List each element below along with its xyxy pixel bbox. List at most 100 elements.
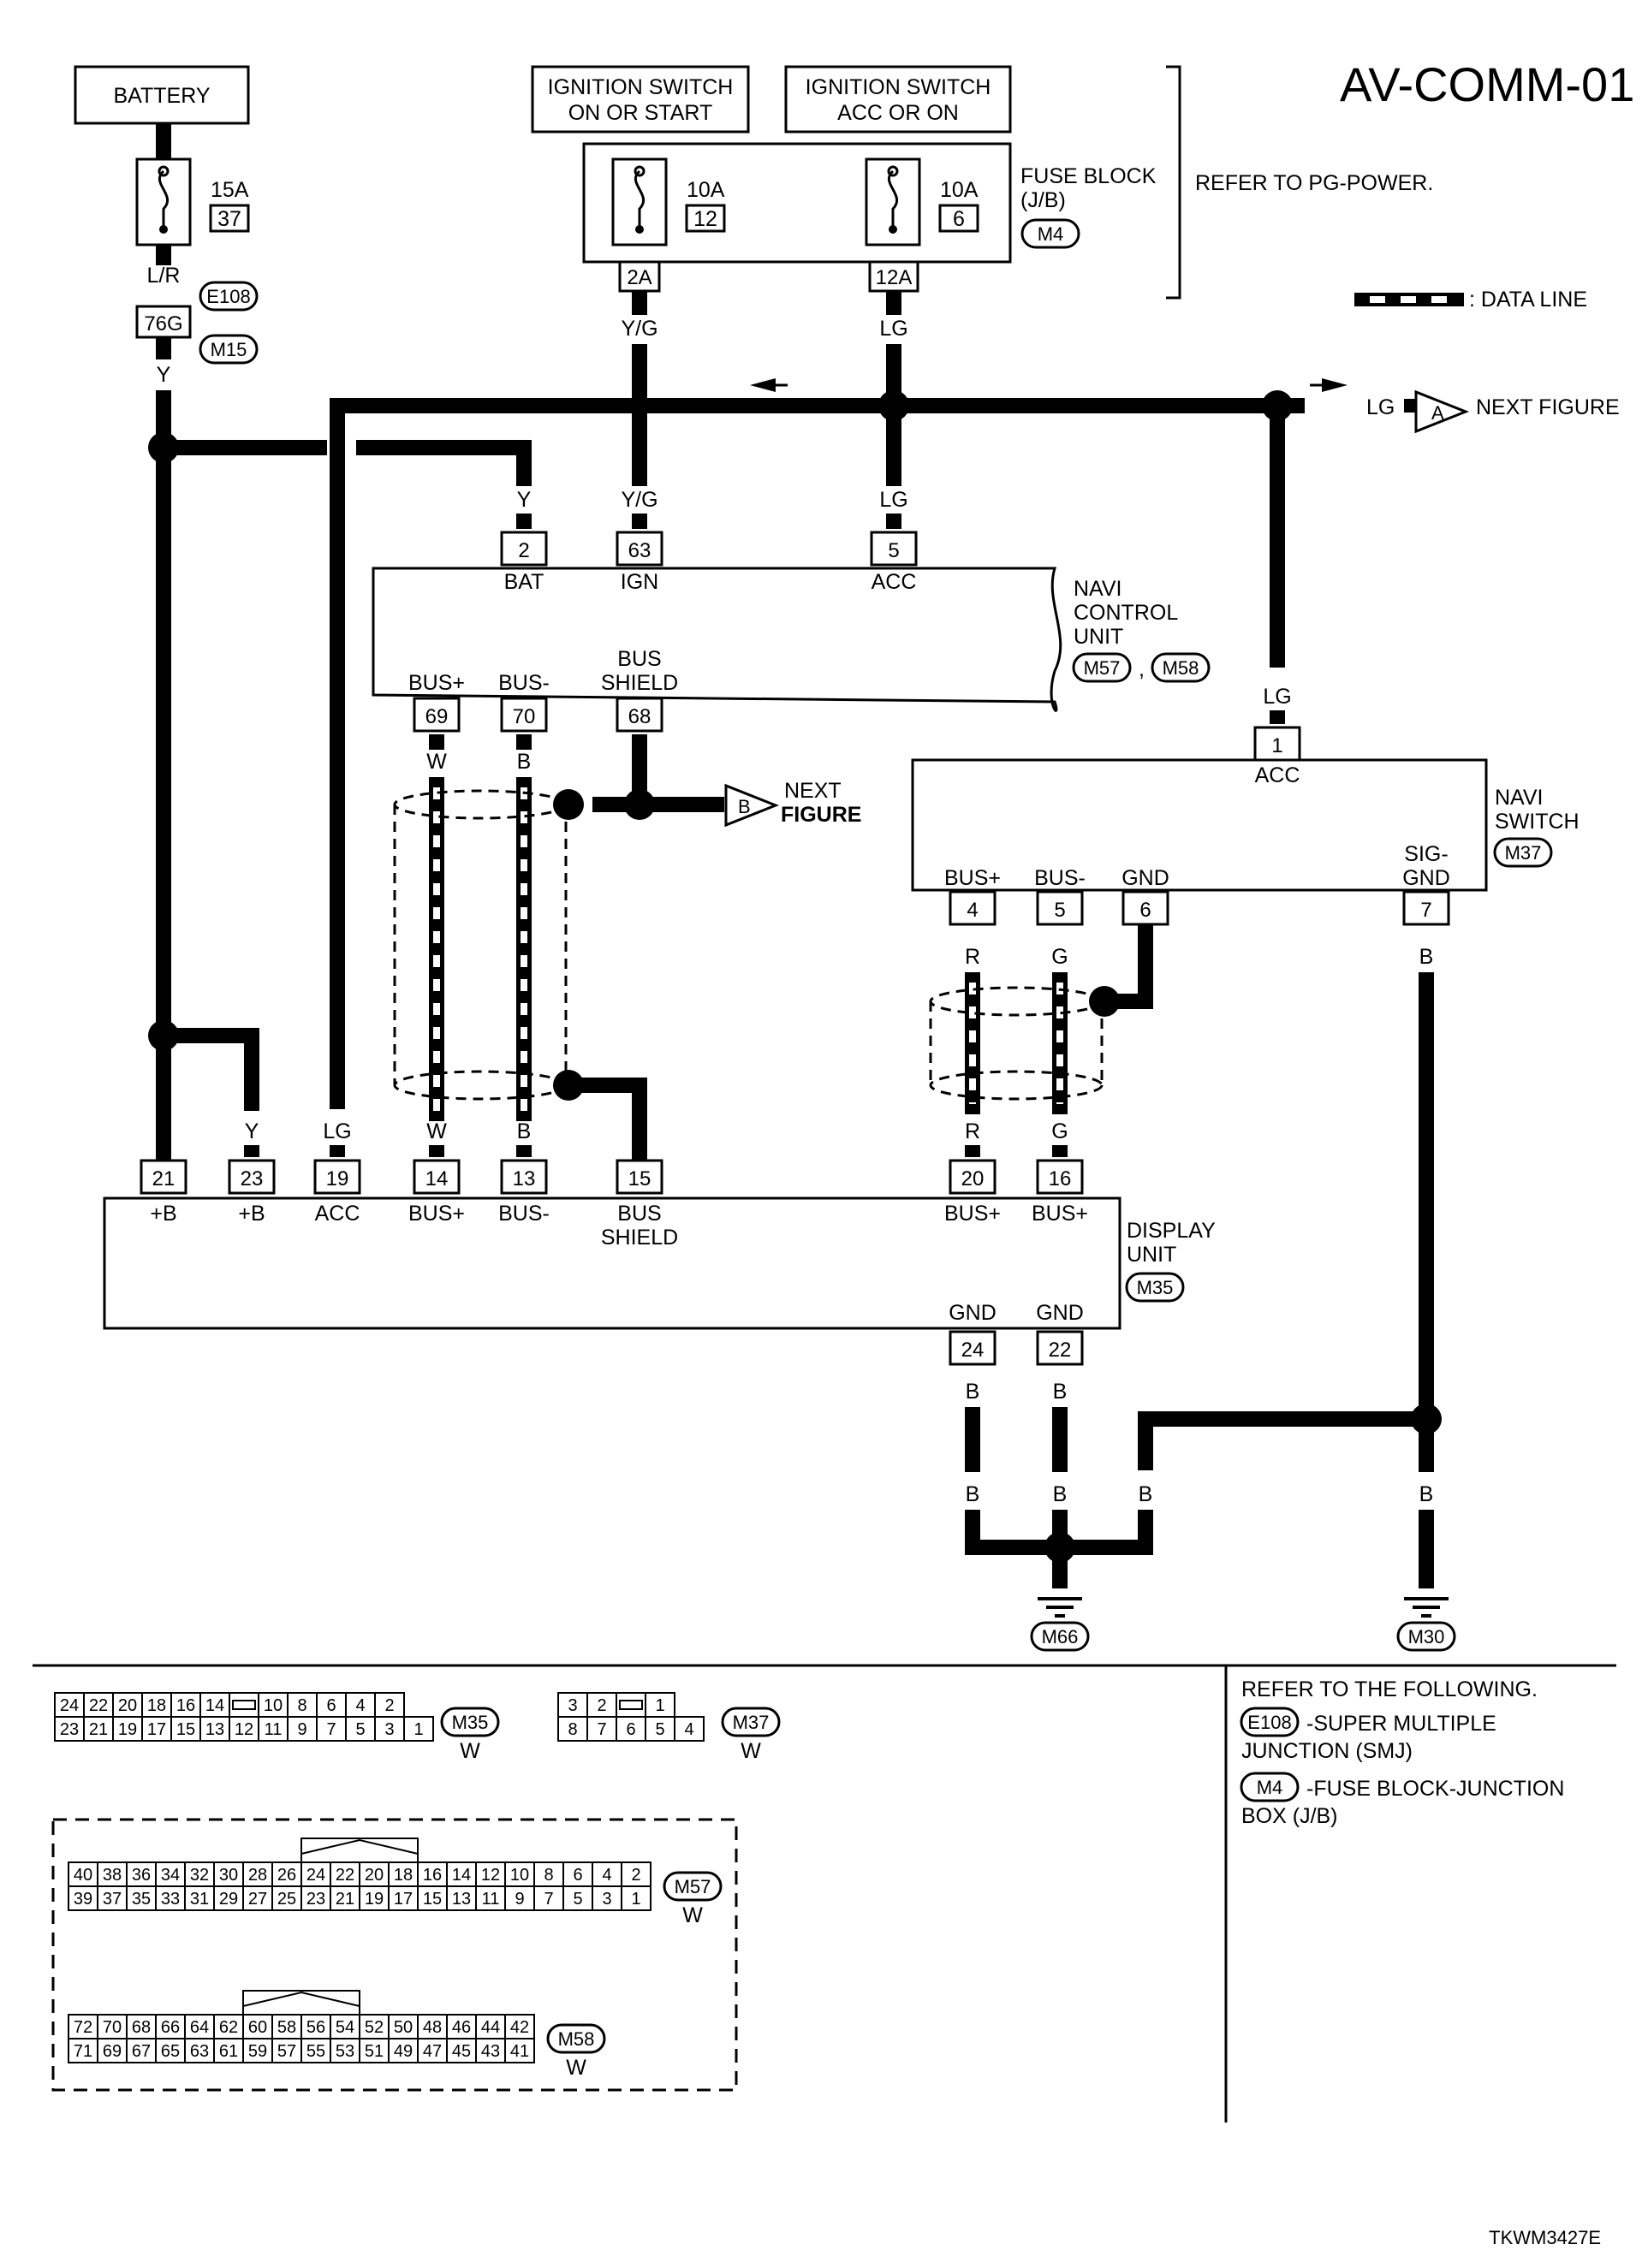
svg-text:BOX (J/B): BOX (J/B) xyxy=(1241,1804,1338,1828)
connector-pin-number: 20 xyxy=(118,1696,137,1715)
connector-pin-cell xyxy=(213,1885,244,1911)
svg-text:B: B xyxy=(966,1482,980,1506)
svg-text:M57: M57 xyxy=(675,1876,711,1897)
connector-pin-number: 6 xyxy=(626,1720,635,1739)
cv-m57-badge xyxy=(663,1871,723,1902)
m37-badge xyxy=(1493,837,1553,868)
connector-pin-cell xyxy=(213,1861,244,1887)
svg-text:2A: 2A xyxy=(627,266,651,289)
connector-pin-number: 24 xyxy=(60,1696,79,1715)
connector-pin-cell xyxy=(359,1885,390,1911)
svg-text:B: B xyxy=(1419,1482,1434,1506)
svg-text:12A: 12A xyxy=(876,266,913,289)
svg-text:G: G xyxy=(1051,945,1068,969)
connector-pin-cell xyxy=(54,1692,85,1718)
svg-text:16: 16 xyxy=(1049,1167,1072,1190)
connector-pin-cell xyxy=(475,1885,506,1911)
svg-text:R: R xyxy=(965,945,980,969)
svg-text:M30: M30 xyxy=(1408,1626,1445,1648)
connector-pin-number: 69 xyxy=(103,2042,122,2061)
ign-on-start-box xyxy=(531,65,750,134)
connector-pin-number: 53 xyxy=(336,2042,354,2061)
svg-text:BUS+: BUS+ xyxy=(1032,1202,1088,1226)
svg-text:M35: M35 xyxy=(1137,1277,1174,1298)
connector-pin-number: 19 xyxy=(365,1890,384,1909)
connector-pin-number: 15 xyxy=(423,1890,442,1909)
svg-text:LG: LG xyxy=(1263,685,1291,709)
cv-m58-badge xyxy=(546,2023,606,2054)
battery-label: BATTERY xyxy=(114,84,211,108)
svg-text:,: , xyxy=(1139,657,1145,681)
svg-text:BUS+: BUS+ xyxy=(944,1202,1001,1226)
connector-pin-number: 66 xyxy=(161,2018,180,2037)
navi-pin-2 xyxy=(500,531,548,567)
connector-pin-cell xyxy=(621,1861,651,1887)
connector-pin-number: 12 xyxy=(235,1720,253,1739)
next-figure-a-arrow xyxy=(1414,389,1470,434)
connector-pin-number: 22 xyxy=(336,1866,354,1885)
svg-text:UNIT: UNIT xyxy=(1127,1243,1176,1267)
svg-text:NEXT: NEXT xyxy=(784,779,842,803)
connector-pin-number: 18 xyxy=(394,1866,413,1885)
diagram-title: AV-COMM-01 xyxy=(1340,57,1634,111)
svg-text:+B: +B xyxy=(238,1202,265,1226)
svg-text:B: B xyxy=(517,750,532,774)
references-header: REFER TO THE FOLLOWING. xyxy=(1241,1677,1538,1701)
connector-pin-number: 28 xyxy=(248,1866,267,1885)
svg-text:BUS+: BUS+ xyxy=(408,1202,465,1226)
connector-pin-cell xyxy=(97,1885,128,1911)
connector-pin-cell xyxy=(199,1692,230,1718)
connector-pin-number: 62 xyxy=(219,2018,238,2037)
fuse-10a-6-num: 6 xyxy=(953,207,965,231)
connector-pin-number: 29 xyxy=(219,1890,238,1909)
svg-text:ACC: ACC xyxy=(872,570,917,594)
svg-text:7: 7 xyxy=(1420,899,1431,922)
connector-pin-number: 25 xyxy=(277,1890,296,1909)
connector-pin-number: 36 xyxy=(132,1866,151,1885)
svg-text:24: 24 xyxy=(961,1339,985,1362)
connector-pin-cell xyxy=(345,1692,376,1718)
fuse-10a-12-amp: 10A xyxy=(687,178,725,202)
svg-text:G: G xyxy=(1051,1119,1068,1143)
svg-text:14: 14 xyxy=(425,1167,449,1190)
connector-pin-number: 43 xyxy=(481,2042,500,2061)
svg-text:-FUSE BLOCK-JUNCTION: -FUSE BLOCK-JUNCTION xyxy=(1306,1777,1564,1801)
svg-text:LG: LG xyxy=(323,1119,351,1143)
connector-pin-number: 67 xyxy=(132,2042,151,2061)
svg-text:SHIELD: SHIELD xyxy=(601,1226,678,1250)
diagram-id: TKWM3427E xyxy=(1489,2227,1601,2248)
display-pin-22 xyxy=(1036,1330,1084,1366)
navi-pin-70 xyxy=(500,697,548,733)
connector-pin-number: 72 xyxy=(74,2018,92,2037)
m57-badge xyxy=(1072,652,1132,683)
svg-text:NAVI: NAVI xyxy=(1495,786,1544,810)
next-figure-b-arrow xyxy=(724,783,780,828)
connector-pin-number: 21 xyxy=(336,1890,354,1909)
m15-badge xyxy=(199,334,259,365)
svg-text:SIG-: SIG- xyxy=(1404,842,1448,866)
connector-pin-cell xyxy=(388,1885,419,1911)
connector-pin-cell xyxy=(170,1692,201,1718)
navi-control-unit xyxy=(372,567,1062,712)
cv-m35-badge xyxy=(440,1707,500,1737)
svg-text:JUNCTION (SMJ): JUNCTION (SMJ) xyxy=(1241,1739,1413,1763)
connector-pin-cell xyxy=(645,1692,675,1718)
connector-pin-cell xyxy=(184,2014,215,2039)
svg-text:21: 21 xyxy=(152,1167,176,1190)
svg-text:22: 22 xyxy=(1049,1339,1072,1362)
svg-text:FIGURE: FIGURE xyxy=(781,803,861,827)
connector-pin-number: 56 xyxy=(306,2018,325,2037)
svg-text:NAVI: NAVI xyxy=(1074,577,1122,601)
svg-text:Y: Y xyxy=(517,488,532,512)
svg-text:M58: M58 xyxy=(558,2028,595,2050)
connector-pin-number: 19 xyxy=(118,1720,137,1739)
connector-pin-number: 45 xyxy=(452,2042,471,2061)
svg-text:70: 70 xyxy=(513,705,536,728)
connector-pin-number: 37 xyxy=(103,1890,122,1909)
connector-pin-number: 3 xyxy=(602,1890,611,1909)
fuse-10a-12-num: 12 xyxy=(693,207,717,231)
svg-text:A: A xyxy=(1431,402,1444,424)
